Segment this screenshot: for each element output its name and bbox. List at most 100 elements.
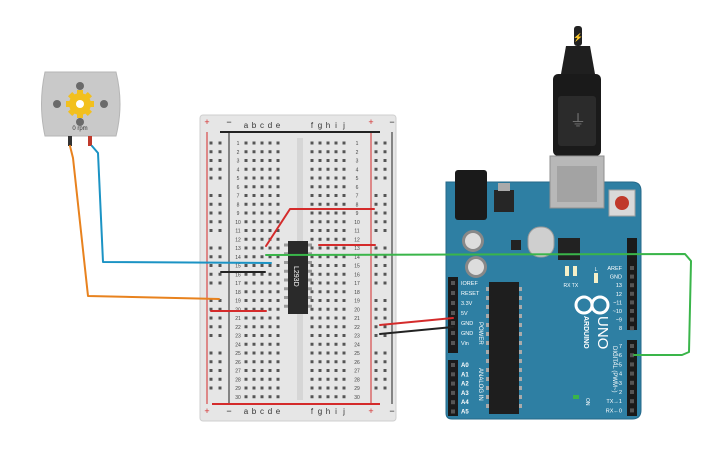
rail-hole[interactable] (383, 202, 387, 206)
breadboard-hole[interactable] (318, 351, 322, 355)
breadboard-hole[interactable] (326, 150, 330, 154)
breadboard-hole[interactable] (268, 150, 272, 154)
rail-hole[interactable] (374, 220, 378, 224)
breadboard-hole[interactable] (310, 220, 314, 224)
breadboard-hole[interactable] (276, 395, 280, 399)
rail-hole[interactable] (218, 281, 222, 285)
breadboard-hole[interactable] (244, 141, 248, 145)
breadboard-hole[interactable] (342, 194, 346, 197)
breadboard-hole[interactable] (342, 141, 346, 145)
breadboard-hole[interactable] (260, 150, 264, 154)
breadboard-hole[interactable] (334, 150, 338, 154)
rail-hole[interactable] (383, 211, 387, 215)
rail-hole[interactable] (374, 264, 378, 267)
breadboard-hole[interactable] (260, 220, 264, 224)
header-pin[interactable] (630, 317, 634, 322)
rail-hole[interactable] (209, 194, 213, 197)
rail-hole[interactable] (383, 194, 387, 197)
rail-hole[interactable] (383, 299, 387, 302)
breadboard-hole[interactable] (310, 202, 314, 206)
breadboard-hole[interactable] (260, 369, 264, 372)
rail-hole[interactable] (383, 334, 387, 337)
rail-hole[interactable] (383, 377, 387, 381)
breadboard-hole[interactable] (326, 325, 330, 329)
breadboard-hole[interactable] (244, 150, 248, 154)
wire-red-upper[interactable] (265, 208, 375, 247)
header-pin[interactable] (630, 390, 634, 394)
breadboard-hole[interactable] (276, 316, 280, 320)
breadboard-hole[interactable] (252, 185, 256, 189)
breadboard-hole[interactable] (276, 334, 280, 337)
rail-hole[interactable] (374, 281, 378, 285)
breadboard-hole[interactable] (342, 351, 346, 355)
rail-hole[interactable] (218, 159, 222, 162)
breadboard-hole[interactable] (342, 299, 346, 302)
rail-hole[interactable] (218, 141, 222, 145)
motor-terminal-positive[interactable] (88, 136, 92, 146)
breadboard-hole[interactable] (260, 307, 264, 311)
breadboard-hole[interactable] (334, 307, 338, 311)
rail-hole[interactable] (218, 316, 222, 320)
rail-hole[interactable] (218, 167, 222, 171)
rail-hole[interactable] (209, 159, 213, 162)
header-pin[interactable] (451, 363, 455, 367)
breadboard-hole[interactable] (342, 159, 346, 162)
breadboard-hole[interactable] (252, 290, 256, 294)
rail-hole[interactable] (383, 246, 387, 250)
breadboard-hole[interactable] (244, 307, 248, 311)
breadboard-hole[interactable] (252, 194, 256, 197)
breadboard-hole[interactable] (244, 220, 248, 224)
breadboard-hole[interactable] (310, 290, 314, 294)
breadboard-hole[interactable] (310, 377, 314, 381)
header-pin[interactable] (451, 281, 455, 285)
breadboard-hole[interactable] (268, 229, 272, 232)
breadboard-hole[interactable] (310, 351, 314, 355)
rail-hole[interactable] (218, 202, 222, 206)
breadboard-hole[interactable] (326, 167, 330, 171)
breadboard-hole[interactable] (260, 351, 264, 355)
breadboard-hole[interactable] (244, 255, 248, 259)
breadboard-hole[interactable] (334, 229, 338, 232)
breadboard-hole[interactable] (268, 307, 272, 311)
wire-5v[interactable] (379, 317, 454, 326)
breadboard-hole[interactable] (310, 369, 314, 372)
breadboard-hole[interactable] (276, 159, 280, 162)
breadboard-hole[interactable] (260, 211, 264, 215)
breadboard-hole[interactable] (268, 386, 272, 390)
breadboard-hole[interactable] (334, 220, 338, 224)
breadboard-hole[interactable] (268, 369, 272, 372)
breadboard-hole[interactable] (268, 395, 272, 399)
breadboard-hole[interactable] (252, 176, 256, 180)
breadboard-hole[interactable] (252, 351, 256, 355)
rail-hole[interactable] (218, 307, 222, 311)
rail-hole[interactable] (209, 167, 213, 171)
rail-hole[interactable] (374, 377, 378, 381)
breadboard-hole[interactable] (342, 325, 346, 329)
breadboard-hole[interactable] (310, 307, 314, 311)
breadboard-hole[interactable] (244, 369, 248, 372)
breadboard-hole[interactable] (342, 316, 346, 320)
header-pin[interactable] (630, 283, 634, 288)
breadboard-hole[interactable] (276, 264, 280, 267)
breadboard-hole[interactable] (318, 211, 322, 215)
breadboard-hole[interactable] (276, 272, 280, 276)
breadboard-hole[interactable] (310, 281, 314, 285)
wire-gnd[interactable] (379, 326, 454, 335)
breadboard-hole[interactable] (326, 290, 330, 294)
breadboard-hole[interactable] (260, 194, 264, 197)
breadboard-hole[interactable] (252, 334, 256, 337)
breadboard-hole[interactable] (310, 141, 314, 145)
breadboard-hole[interactable] (310, 386, 314, 390)
breadboard-hole[interactable] (310, 246, 314, 250)
l293d-chip[interactable]: L293D (284, 241, 312, 314)
breadboard-hole[interactable] (326, 395, 330, 399)
breadboard-hole[interactable] (334, 299, 338, 302)
header-pin[interactable] (630, 371, 634, 376)
rail-hole[interactable] (383, 255, 387, 259)
breadboard-hole[interactable] (260, 141, 264, 145)
breadboard-hole[interactable] (334, 395, 338, 399)
breadboard-hole[interactable] (260, 237, 264, 241)
rail-hole[interactable] (209, 202, 213, 206)
breadboard-hole[interactable] (326, 334, 330, 337)
breadboard-hole[interactable] (252, 360, 256, 364)
